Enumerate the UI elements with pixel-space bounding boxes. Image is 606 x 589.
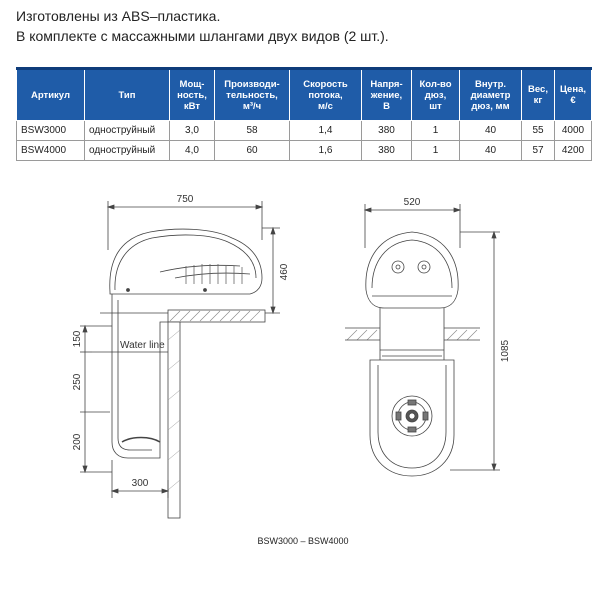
- column-header: Цена,€: [554, 67, 592, 121]
- table-cell: BSW4000: [16, 140, 85, 161]
- table-cell: 380: [361, 120, 412, 141]
- technical-drawing: 750 460 Water line 150 250 200 300 520 1…: [72, 194, 511, 519]
- column-header-line: Напря-: [370, 78, 403, 90]
- column-header-line: жение,: [370, 89, 403, 101]
- column-header: Вес,кг: [521, 67, 555, 121]
- column-header: Мощ-ность,кВт: [169, 67, 215, 121]
- table-cell: 55: [521, 120, 555, 141]
- table-cell: 40: [459, 140, 522, 161]
- column-header-line: В: [383, 100, 390, 112]
- dim-300: 300: [132, 478, 149, 489]
- intro-line-2: В комплекте с массажными шлангами двух в…: [16, 28, 389, 44]
- dim-side-height: 460: [279, 263, 290, 280]
- dim-front-height: 1085: [500, 339, 511, 362]
- table-cell: BSW3000: [16, 120, 85, 141]
- table-cell: одноструйный: [84, 140, 170, 161]
- column-header-line: €: [570, 95, 576, 106]
- dim-front-width: 520: [404, 197, 421, 208]
- column-header-line: м/с: [318, 100, 333, 112]
- column-header-line: кг: [533, 95, 543, 106]
- table-cell: 1: [411, 120, 460, 141]
- column-header-line: Тип: [118, 89, 136, 101]
- intro-text: Изготовлены из ABS–пластика. В комплекте…: [16, 6, 389, 46]
- intro-line-1: Изготовлены из ABS–пластика.: [16, 8, 221, 24]
- table-cell: 4000: [554, 120, 592, 141]
- column-header: Производи-тельность,м³/ч: [214, 67, 290, 121]
- column-header-line: Мощ-: [179, 78, 205, 90]
- dim-200: 200: [72, 433, 83, 450]
- front-view: [345, 204, 500, 477]
- table-cell: 60: [214, 140, 290, 161]
- table-cell: одноструйный: [84, 120, 170, 141]
- table-cell: 57: [521, 140, 555, 161]
- table-cell: 1,4: [289, 120, 362, 141]
- column-header-line: Производи-: [224, 78, 280, 90]
- drawing-caption: BSW3000 – BSW4000: [257, 536, 349, 546]
- column-header: Тип: [84, 67, 170, 121]
- column-header: Напря-жение,В: [361, 67, 412, 121]
- dim-side-width: 750: [177, 194, 194, 205]
- water-line-label: Water line: [120, 340, 165, 351]
- column-header-line: дюз, мм: [471, 100, 510, 112]
- column-header-line: Цена,: [560, 84, 586, 95]
- table-cell: 58: [214, 120, 290, 141]
- column-header-line: Кол-во: [419, 78, 452, 90]
- column-header-line: Скорость: [303, 78, 348, 90]
- column-header: Артикул: [16, 67, 85, 121]
- dim-250: 250: [72, 373, 83, 390]
- side-view: [80, 201, 280, 519]
- column-header-line: тельность,: [226, 89, 278, 101]
- dim-150: 150: [72, 330, 83, 347]
- column-header-line: Внутр.: [474, 78, 507, 90]
- table-cell: 380: [361, 140, 412, 161]
- table-cell: 3,0: [169, 120, 215, 141]
- table-cell: 4200: [554, 140, 592, 161]
- column-header-line: потока,: [308, 89, 343, 101]
- table-cell: 4,0: [169, 140, 215, 161]
- column-header-line: диаметр: [470, 89, 511, 101]
- column-header-line: Вес,: [528, 84, 548, 95]
- column-header-line: Артикул: [31, 89, 70, 101]
- column-header-line: дюз,: [424, 89, 447, 101]
- table-cell: 1: [411, 140, 460, 161]
- table-cell: 1,6: [289, 140, 362, 161]
- column-header-line: ность,: [177, 89, 207, 101]
- column-header-line: м³/ч: [242, 100, 262, 112]
- table-cell: 40: [459, 120, 522, 141]
- column-header-line: шт: [429, 100, 442, 112]
- column-header-line: кВт: [183, 100, 201, 112]
